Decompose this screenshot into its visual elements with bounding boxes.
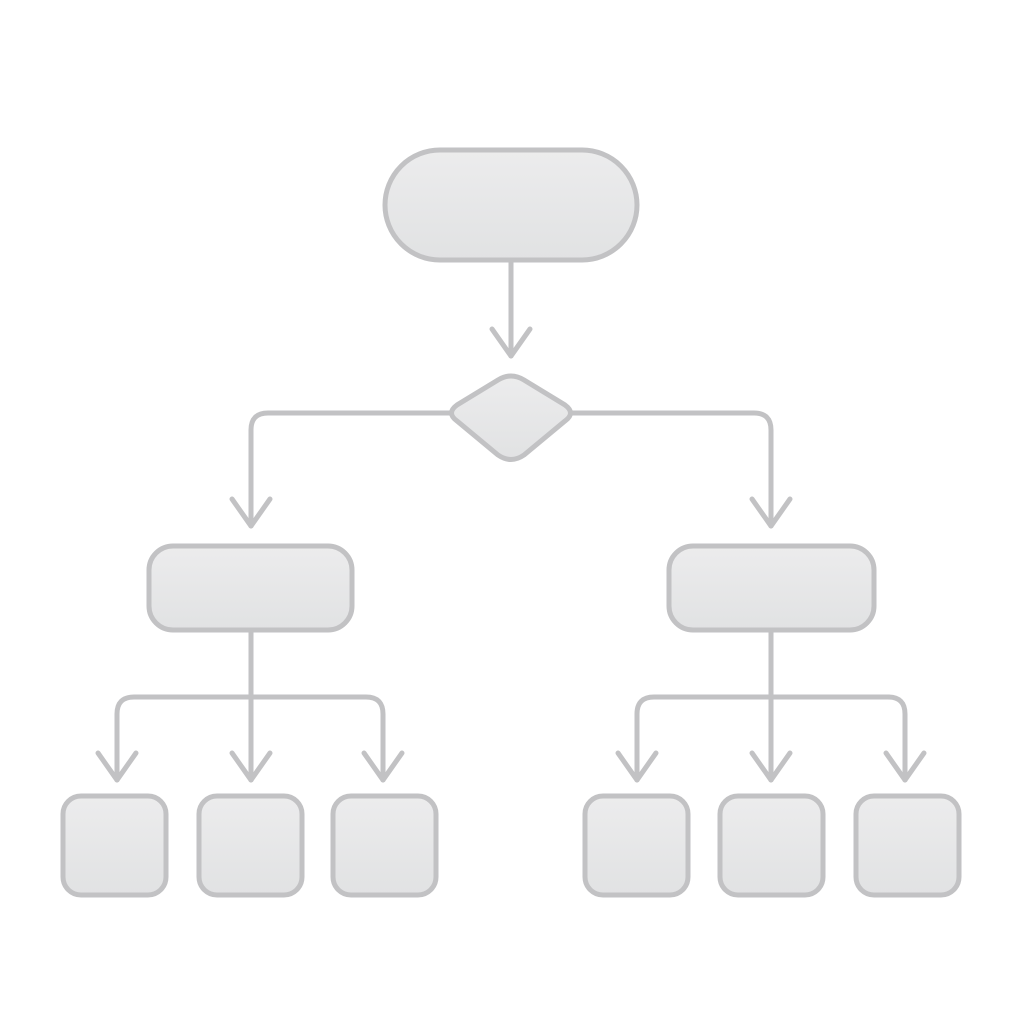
arrowhead-leaf-left-3 [361, 750, 405, 783]
arrowhead-leaf-left-2 [229, 750, 273, 783]
arrowhead-process-left [229, 496, 273, 529]
leaf-right-3-node[interactable] [853, 793, 962, 898]
leaf-left-2-node[interactable] [196, 793, 305, 898]
edge-decision-to-process-left [248, 410, 455, 529]
leaf-right-2-node[interactable] [717, 793, 826, 898]
nodes [60, 147, 962, 898]
decision-diamond-node[interactable] [449, 373, 573, 462]
leaf-left-1-node[interactable] [60, 793, 169, 898]
edge-decision-to-process-right [568, 410, 774, 529]
arrowhead-leaf-right-1 [615, 750, 659, 783]
arrowhead-leaf-left-1 [95, 750, 139, 783]
connectors [95, 259, 927, 783]
process-right-node[interactable] [666, 543, 877, 633]
arrowhead-process-right [749, 496, 793, 529]
arrowhead-decision [489, 326, 533, 359]
arrowhead-leaf-right-3 [883, 750, 927, 783]
start-terminator-node[interactable] [382, 147, 640, 263]
arrowhead-leaf-right-2 [749, 750, 793, 783]
process-left-node[interactable] [146, 543, 355, 633]
leaf-left-3-node[interactable] [330, 793, 439, 898]
leaf-right-1-node[interactable] [582, 793, 691, 898]
edge-process-left-branch [114, 694, 386, 783]
edge-process-right-branch [634, 694, 908, 783]
